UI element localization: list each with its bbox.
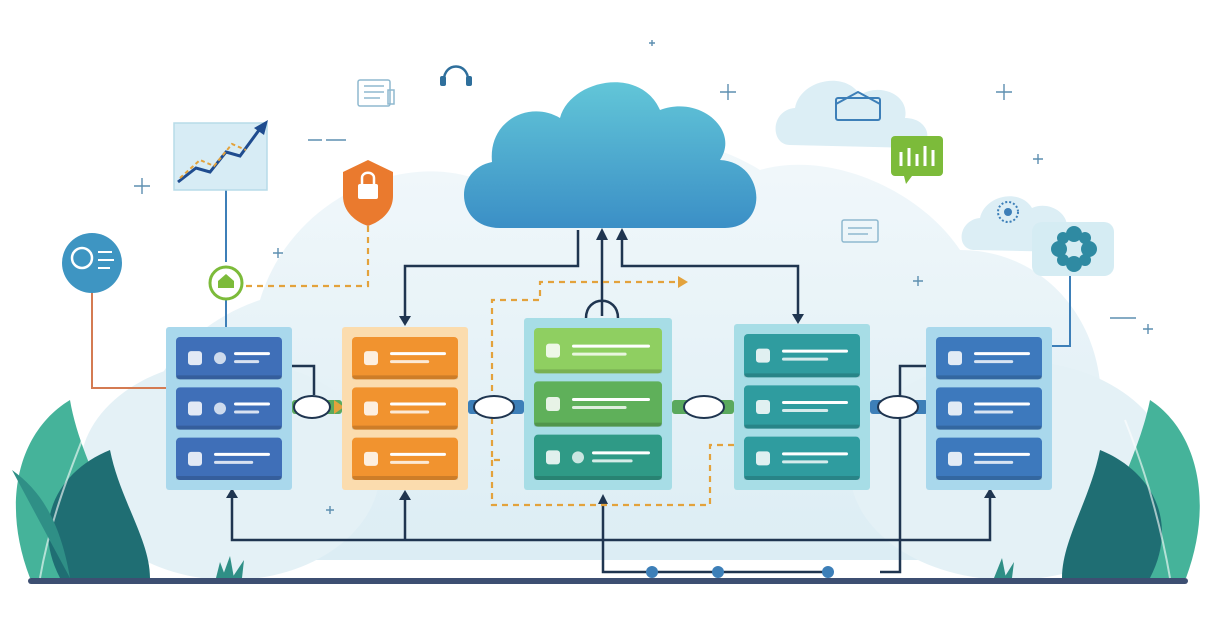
- panel-row: [352, 387, 458, 430]
- chain-connectors: [292, 395, 928, 419]
- panel-row: [352, 337, 458, 380]
- panel-blue-left: [166, 327, 292, 490]
- panel-row: [936, 337, 1042, 380]
- panel-row: [744, 334, 860, 378]
- heart-icon: [756, 400, 770, 414]
- list-icon: [364, 451, 378, 466]
- panel-teal: [734, 324, 870, 490]
- leaf-right: [1062, 400, 1200, 579]
- small-cloud-top-right: [775, 80, 928, 148]
- box-icon: [214, 402, 226, 415]
- shield-icon: [546, 450, 560, 465]
- connector-lines: [230, 230, 992, 574]
- bar-chart-badge-icon: [891, 136, 943, 184]
- id-card-icon: [948, 451, 962, 466]
- trend-chart-icon: [173, 120, 268, 191]
- connector-dots: [646, 566, 834, 578]
- card-icon: [188, 451, 202, 466]
- panel-row: [534, 328, 662, 374]
- panel-row: [534, 434, 662, 480]
- user-link-line: [91, 290, 168, 389]
- home-node-icon: [208, 265, 244, 301]
- server-icon: [188, 351, 202, 366]
- printer-icon: [357, 79, 395, 107]
- gear-flower-icon: [1032, 222, 1114, 276]
- panel-row: [176, 387, 282, 430]
- panel-orange: [342, 327, 468, 490]
- panel-blue-right: [926, 327, 1052, 490]
- star-icon: [546, 397, 560, 411]
- image-icon: [546, 343, 560, 358]
- leaf-left: [12, 400, 150, 579]
- decorative-sparkles: [134, 40, 1153, 514]
- play-icon: [572, 451, 584, 464]
- ground-line: [28, 578, 1188, 584]
- gear-link-line: [1052, 276, 1071, 347]
- panel-row: [744, 436, 860, 480]
- lock-shield-icon: [343, 160, 393, 226]
- mini-doc-icon: [841, 219, 879, 243]
- panel-row: [534, 381, 662, 427]
- panel-row: [744, 385, 860, 429]
- panel-row: [176, 437, 282, 480]
- database-icon: [948, 401, 962, 416]
- list-icon: [364, 401, 378, 416]
- tools-icon: [188, 401, 202, 416]
- panel-row: [936, 387, 1042, 430]
- grass-tufts: [216, 556, 1014, 578]
- dashed-arrow-head: [678, 276, 688, 288]
- arrow-heads: [226, 228, 996, 504]
- service-panels: [166, 318, 1052, 490]
- chat-icon: [214, 352, 226, 365]
- panel-row: [936, 437, 1042, 480]
- main-cloud: [463, 82, 757, 228]
- panel-row: [176, 337, 282, 380]
- close-icon: [948, 351, 962, 366]
- headset-icon: [440, 65, 472, 86]
- user-icon: [756, 348, 770, 363]
- dashed-connectors: [246, 225, 735, 507]
- list-icon: [364, 351, 378, 366]
- panel-row: [352, 437, 458, 480]
- panel-center: [524, 318, 672, 490]
- diamond-icon: [756, 451, 770, 466]
- user-chat-icon: [62, 233, 122, 293]
